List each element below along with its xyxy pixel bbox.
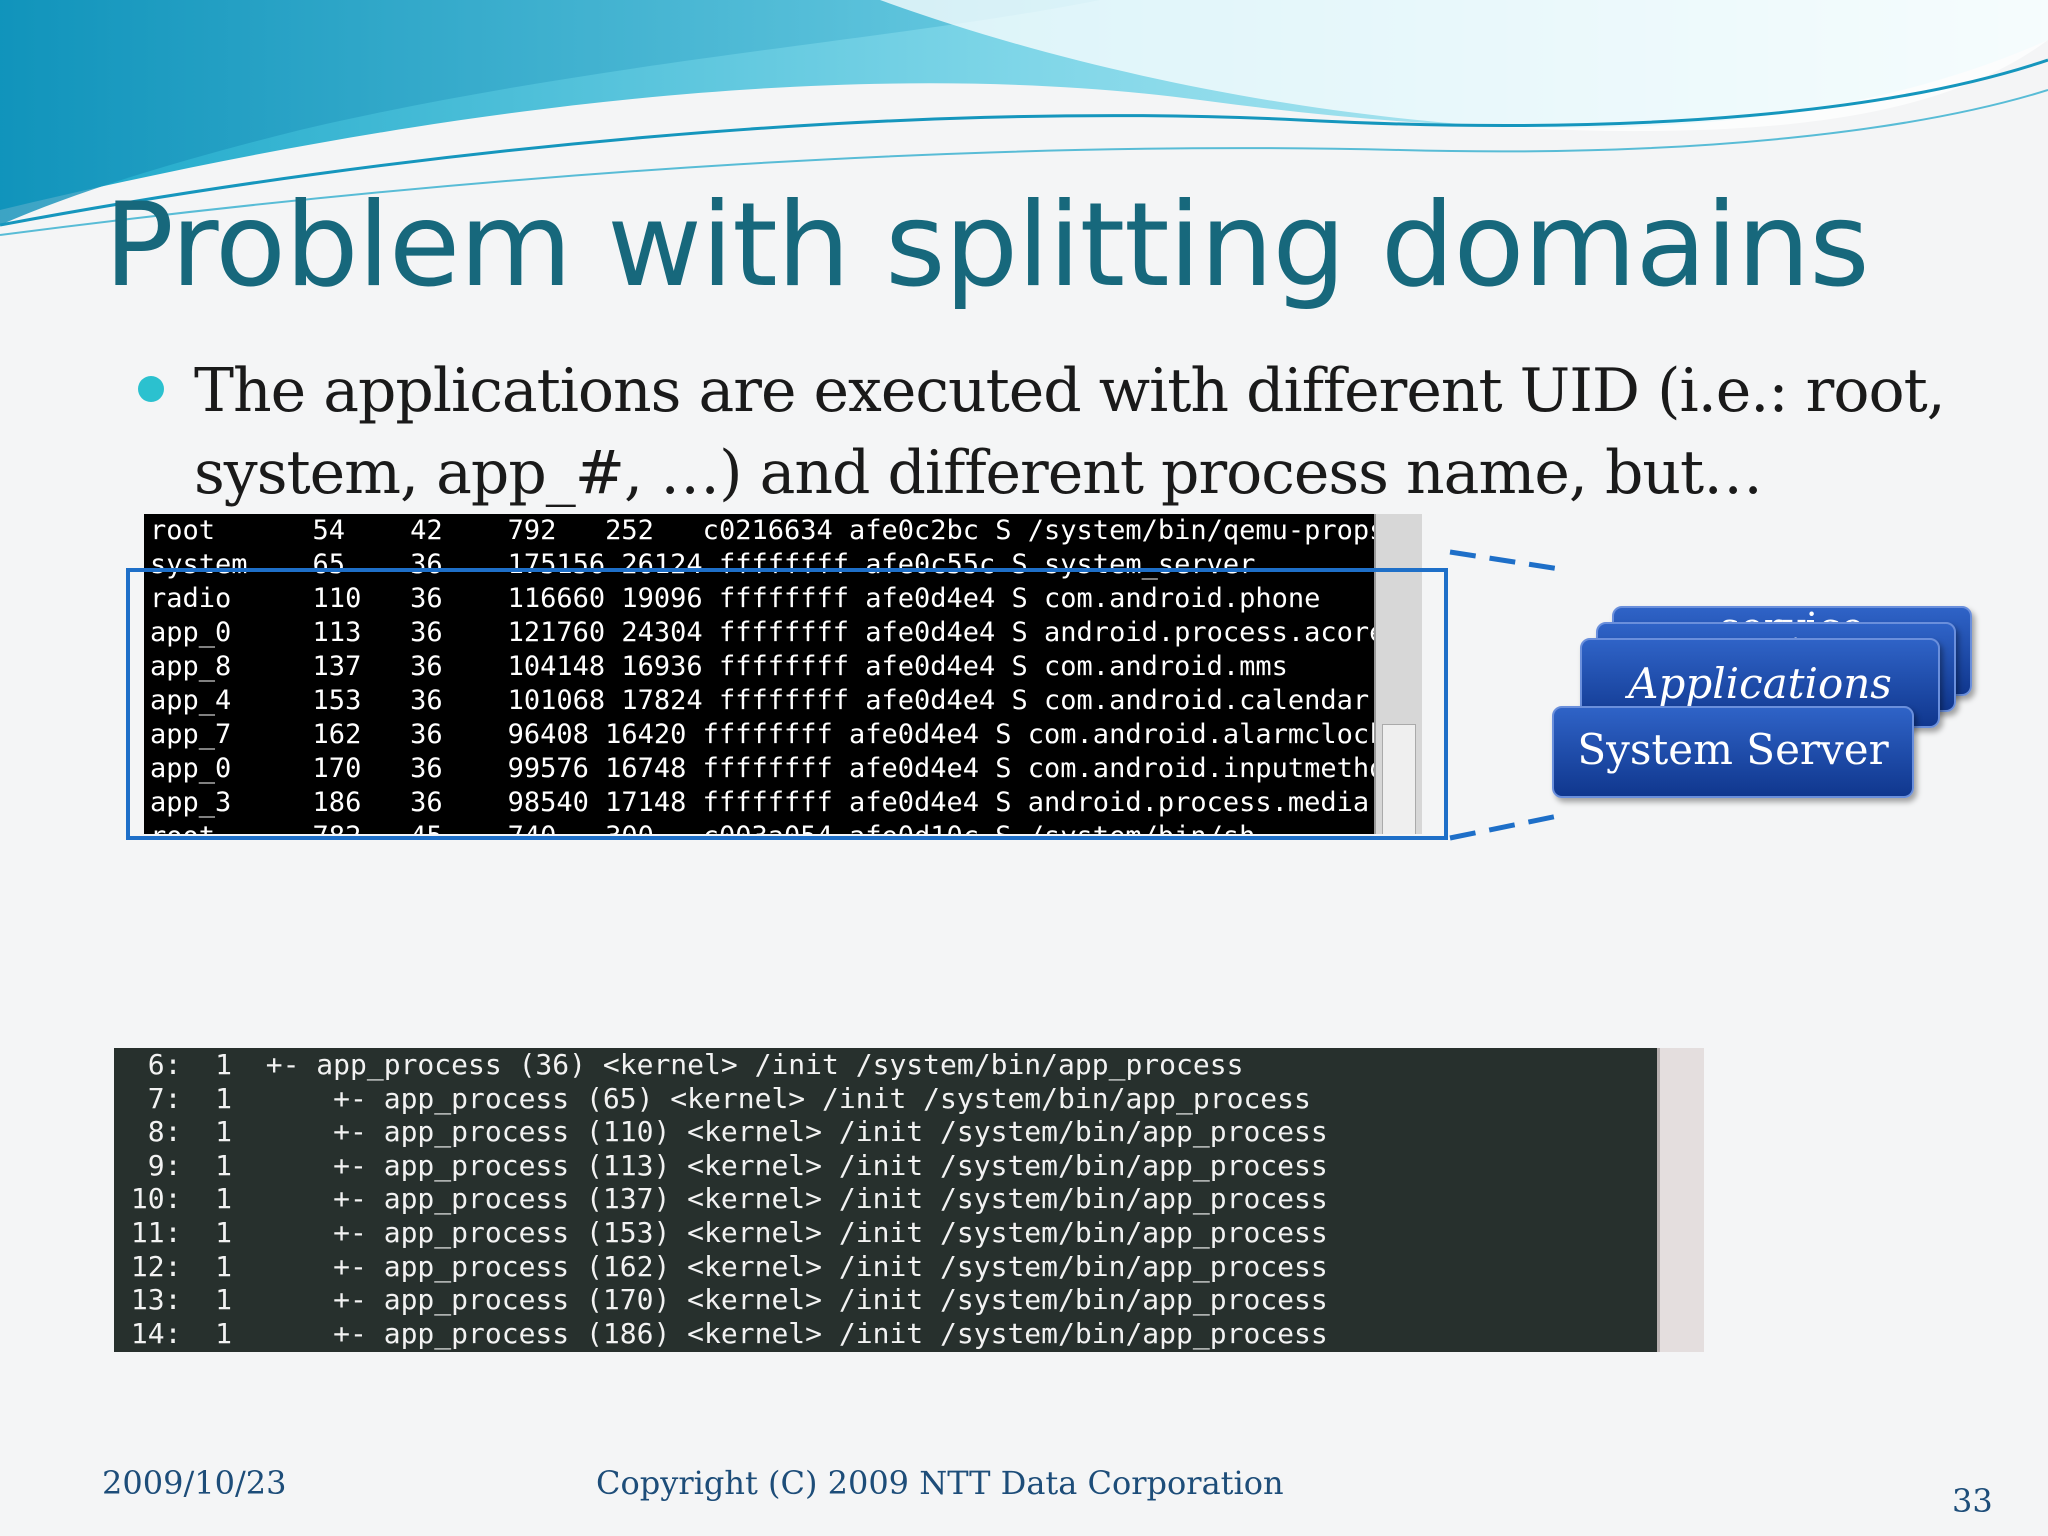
process-tree-line: 13: 1 +- app_process (170) <kernel> /ini… (114, 1283, 1328, 1317)
process-tree-line: 7: 1 +- app_process (65) <kernel> /init … (114, 1081, 1311, 1115)
ps-output-line: root 54 42 792 252 c0216634 afe0c2bc S /… (150, 515, 1386, 546)
footer-date: 2009/10/23 (102, 1464, 287, 1502)
system-server-box: System Server (1552, 706, 1914, 798)
process-tree-line: 6: 1 +- app_process (36) <kernel> /init … (114, 1048, 1244, 1081)
header-wave-decoration (0, 0, 2048, 236)
process-tree-line: 8: 1 +- app_process (110) <kernel> /init… (114, 1115, 1328, 1149)
slide-title: Problem with splitting domains (104, 178, 1870, 313)
slide-number: 33 (1952, 1482, 1993, 1520)
footer-copyright: Copyright (C) 2009 NTT Data Corporation (596, 1464, 1284, 1502)
ps-output-line: app_3 186 36 98540 17148 ffffffff afe0d4… (150, 787, 1370, 818)
process-tree-line: 9: 1 +- app_process (113) <kernel> /init… (114, 1148, 1328, 1182)
ps-output-line: app_0 170 36 99576 16748 ffffffff afe0d4… (150, 753, 1422, 784)
ps-scrollbar (1374, 514, 1422, 834)
ps-output-line: system 65 36 175156 26124 ffffffff afe0c… (150, 549, 1256, 580)
ps-output-screenshot: root 54 42 792 252 c0216634 afe0c2bc S /… (144, 514, 1422, 834)
process-tree-line: 11: 1 +- app_process (153) <kernel> /ini… (114, 1215, 1328, 1249)
ps-scrollbar-thumb (1382, 724, 1416, 834)
highlight-box (126, 568, 1448, 840)
ps-output-line: app_0 113 36 121760 24304 ffffffff afe0d… (150, 617, 1386, 648)
ps-output-line: app_8 137 36 104148 16936 ffffffff afe0d… (150, 651, 1288, 682)
applications-label: Applications (1628, 659, 1892, 708)
bullet-text: The applications are executed with diffe… (194, 356, 1946, 508)
ps-output-lines: root 54 42 792 252 c0216634 afe0c2bc S /… (144, 514, 1422, 834)
process-tree-lines: 6: 1 +- app_process (36) <kernel> /init … (114, 1048, 1704, 1350)
ps-output-line: app_4 153 36 101068 17824 ffffffff afe0d… (150, 685, 1370, 716)
tree-scrollbar (1657, 1048, 1704, 1352)
process-tree-line: 10: 1 +- app_process (137) <kernel> /ini… (114, 1182, 1328, 1216)
bullet-icon (138, 376, 164, 402)
ps-output-line: app_7 162 36 96408 16420 ffffffff afe0d4… (150, 719, 1386, 750)
process-tree-line: 12: 1 +- app_process (162) <kernel> /ini… (114, 1249, 1328, 1283)
process-tree-line: 14: 1 +- app_process (186) <kernel> /ini… (114, 1316, 1328, 1350)
ps-output-line: radio 110 36 116660 19096 ffffffff afe0d… (150, 583, 1321, 614)
ps-output-line: root 782 45 740 300 c003a054 afe0d10c S … (144, 820, 1422, 834)
process-tree-screenshot: 6: 1 +- app_process (36) <kernel> /init … (114, 1048, 1704, 1352)
system-server-label: System Server (1577, 725, 1889, 774)
